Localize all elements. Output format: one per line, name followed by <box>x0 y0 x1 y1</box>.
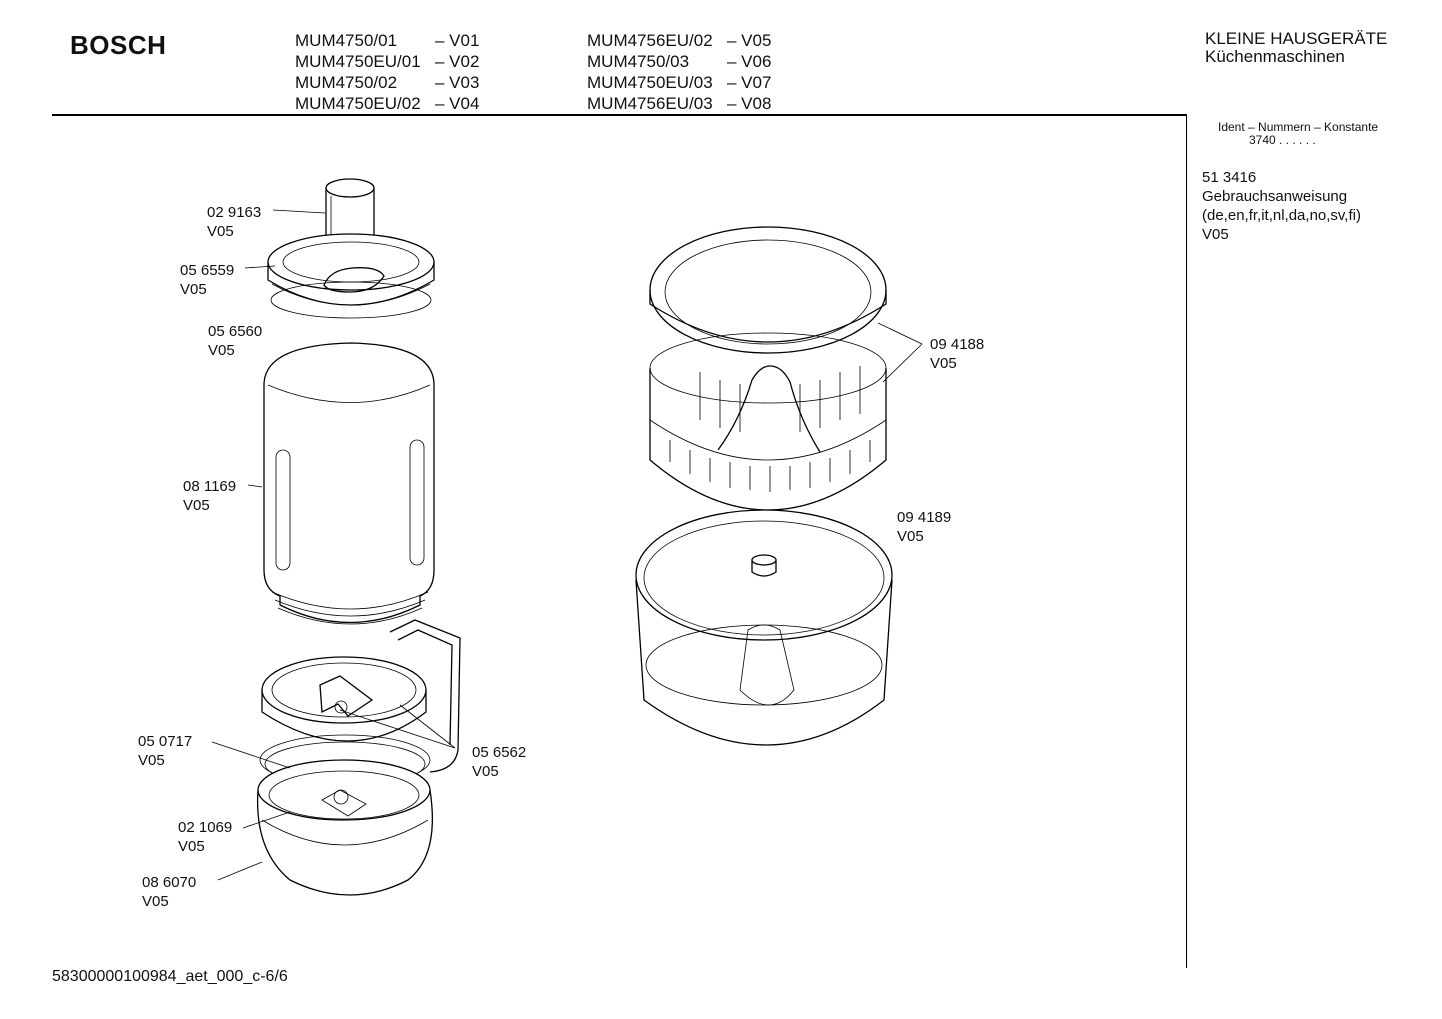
part-version: V05 <box>207 223 234 240</box>
part-label: 02 1069 V05 <box>178 818 232 856</box>
model-entry: MUM4750/02 – V03 <box>295 72 479 93</box>
part-version: V05 <box>472 763 499 780</box>
model-number: MUM4756EU/03 <box>587 94 713 113</box>
category-subtitle: Küchenmaschinen <box>1205 47 1345 66</box>
model-version: – V05 <box>727 31 772 50</box>
part-number: 02 9163 <box>207 204 262 221</box>
model-number: MUM4756EU/02 <box>587 31 713 50</box>
part-version: V05 <box>180 281 207 298</box>
part-label: 05 0717 V05 <box>138 732 192 770</box>
part-version: V05 <box>178 838 205 855</box>
leader-lines <box>211 209 923 881</box>
part-version: V05 <box>897 528 924 545</box>
part-number: 09 4188 <box>930 336 985 353</box>
model-version: – V04 <box>435 94 480 113</box>
part-number: 05 6560 <box>208 323 263 340</box>
exploded-parts-drawing <box>211 178 923 896</box>
part-number: 05 6559 <box>180 262 235 279</box>
sidebar-part-name: Gebrauchsanweisung <box>1202 188 1348 205</box>
part-label: 05 6560 V05 <box>208 322 262 360</box>
part-version: V05 <box>138 752 165 769</box>
model-number: MUM4750/03 <box>587 52 690 71</box>
model-version: – V06 <box>727 52 772 71</box>
model-number: MUM4750EU/01 <box>295 52 421 71</box>
sidebar-divider <box>1186 114 1187 968</box>
sidebar-part-number: 51 3416 <box>1202 169 1257 186</box>
model-version: – V08 <box>727 94 772 113</box>
part-label: 08 1169 V05 <box>183 477 236 515</box>
model-list-right: MUM4756EU/02 – V05 MUM4750/03 – V06 MUM475… <box>587 30 771 114</box>
part-label: 08 6070 V05 <box>142 873 196 911</box>
model-entry: MUM4756EU/03 – V08 <box>587 93 771 114</box>
sidebar-part-languages: (de,en,fr,it,nl,da,no,sv,fi) <box>1202 207 1361 224</box>
part-number: 05 0717 <box>138 733 193 750</box>
seal-ring-part <box>270 281 432 319</box>
ident-value: 3740 . . . . . . <box>1249 133 1316 147</box>
lid-part <box>267 233 435 306</box>
model-version: – V01 <box>435 31 480 50</box>
sidebar-part-entry: 51 3416 Gebrauchsanweisung (de,en,fr,it,… <box>1202 168 1361 244</box>
base-part <box>256 759 433 896</box>
brand-logo: BOSCH <box>70 30 167 60</box>
part-version: V05 <box>142 893 169 910</box>
part-number: 05 6562 <box>472 744 527 761</box>
document-id: 58300000100984_aet_000_c-6/6 <box>52 968 288 985</box>
model-number: MUM4750EU/02 <box>295 94 421 113</box>
part-label: 09 4189 V05 <box>897 508 951 546</box>
model-entry: MUM4750/01 – V01 <box>295 30 479 51</box>
ident-title: Ident – Nummern – Konstante <box>1218 120 1379 134</box>
part-label: 05 6562 V05 <box>472 743 526 781</box>
part-number: 08 6070 <box>142 874 197 891</box>
part-label: 05 6559 V05 <box>180 261 234 299</box>
juicer-cone-part <box>649 332 887 511</box>
blade-holder-part <box>261 619 461 773</box>
part-label: 02 9163 V05 <box>207 203 261 241</box>
model-entry: MUM4750EU/01 – V02 <box>295 51 479 72</box>
part-number: 08 1169 <box>183 478 237 495</box>
model-version: – V02 <box>435 52 480 71</box>
category-block: KLEINE HAUSGERÄTE Küchenmaschinen <box>1205 30 1387 66</box>
header-divider <box>52 114 1187 116</box>
model-entry: MUM4750EU/03 – V07 <box>587 72 771 93</box>
model-entry: MUM4750/03 – V06 <box>587 51 771 72</box>
part-number: 09 4189 <box>897 509 952 526</box>
model-version: – V07 <box>727 73 772 92</box>
model-number: MUM4750/01 <box>295 31 398 50</box>
category-title: KLEINE HAUSGERÄTE <box>1205 29 1388 48</box>
part-number: 02 1069 <box>178 819 233 836</box>
sidebar-part-version: V05 <box>1202 226 1229 243</box>
part-label: 09 4188 V05 <box>930 335 984 373</box>
part-version: V05 <box>930 355 957 372</box>
model-list-left: MUM4750/01 – V01 MUM4750EU/01 – V02 MUM475… <box>295 30 479 114</box>
model-number: MUM4750/02 <box>295 73 398 92</box>
part-version: V05 <box>183 497 210 514</box>
jar-part <box>263 342 435 625</box>
model-entry: MUM4750EU/02 – V04 <box>295 93 479 114</box>
juice-container-part <box>635 509 893 746</box>
ident-block: Ident – Nummern – Konstante 3740 . . . .… <box>1218 121 1378 147</box>
part-version: V05 <box>208 342 235 359</box>
model-number: MUM4750EU/03 <box>587 73 713 92</box>
model-version: – V03 <box>435 73 480 92</box>
juicer-ring-part <box>649 226 887 354</box>
model-entry: MUM4756EU/02 – V05 <box>587 30 771 51</box>
